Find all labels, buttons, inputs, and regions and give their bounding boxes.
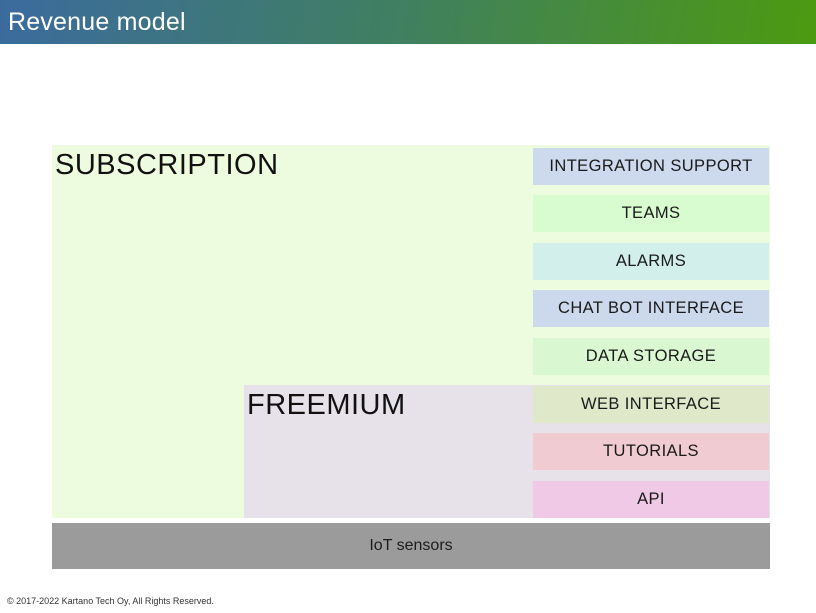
copyright-notice: © 2017-2022 Kartano Tech Oy, All Rights … xyxy=(7,596,214,606)
feature-label: ALARMS xyxy=(615,252,687,270)
feature-box-api: API xyxy=(533,481,769,518)
feature-label: CHAT BOT INTERFACE xyxy=(558,299,744,317)
feature-box-tutorials: TUTORIALS xyxy=(533,433,769,470)
feature-box-alarms: ALARMS xyxy=(533,243,769,280)
feature-box-integration-support: INTEGRATION SUPPORT xyxy=(533,148,769,185)
tier-label-freemium: FREEMIUM xyxy=(247,389,406,421)
feature-label: WEB INTERFACE xyxy=(581,395,721,413)
foundation-label: IoT sensors xyxy=(369,537,453,554)
tier-label-subscription: SUBSCRIPTION xyxy=(55,149,279,181)
slide-title: Revenue model xyxy=(8,7,186,36)
feature-label: TUTORIALS xyxy=(603,442,699,460)
slide-title-bar: Revenue model xyxy=(0,0,816,44)
feature-box-teams: TEAMS xyxy=(533,195,769,232)
feature-label: API xyxy=(637,490,665,508)
feature-label: INTEGRATION SUPPORT xyxy=(549,157,753,175)
foundation-bar-iot-sensors: IoT sensors xyxy=(52,523,770,569)
feature-box-web-interface: WEB INTERFACE xyxy=(533,386,769,423)
feature-label: TEAMS xyxy=(621,204,681,222)
feature-label: DATA STORAGE xyxy=(585,347,717,365)
feature-box-chat-bot-interface: CHAT BOT INTERFACE xyxy=(533,290,769,327)
feature-box-data-storage: DATA STORAGE xyxy=(533,338,769,375)
